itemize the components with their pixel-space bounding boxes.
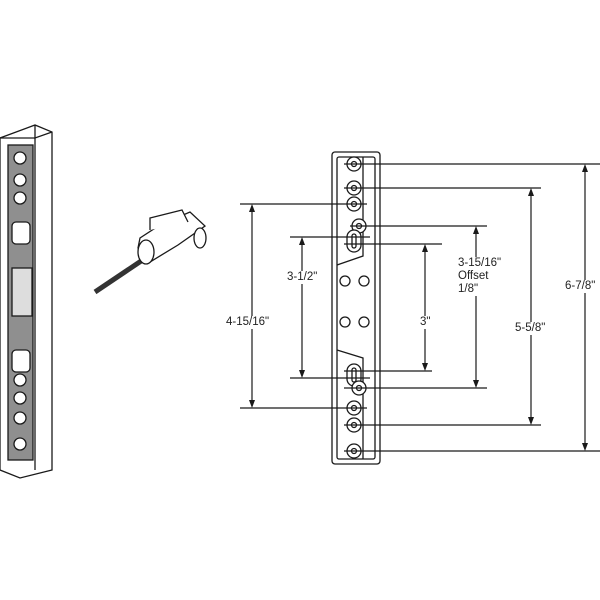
lock-body-illustration [0,124,207,479]
dimension-overall-height: 6-7/8" [565,280,596,293]
offset-value: 1/8" [458,283,479,295]
arrowheads [249,164,588,451]
offset-label: Offset [458,270,489,282]
dimension-outer-hole-spacing: 5-5/8" [515,322,546,335]
dimension-offset-block: 3-15/16" Offset 1/8" [458,257,502,296]
mounting-plate [331,151,381,465]
extension-lines [240,163,600,452]
dimension-slot-spacing-outer: 3-1/2" [287,271,318,284]
dimension-arrows [251,168,586,447]
dimension-screw-spacing: 4-15/16" [226,316,270,329]
dimension-offset-spacing: 3-15/16" [458,257,502,269]
dimension-slot-spacing-inner: 3" [420,316,431,329]
